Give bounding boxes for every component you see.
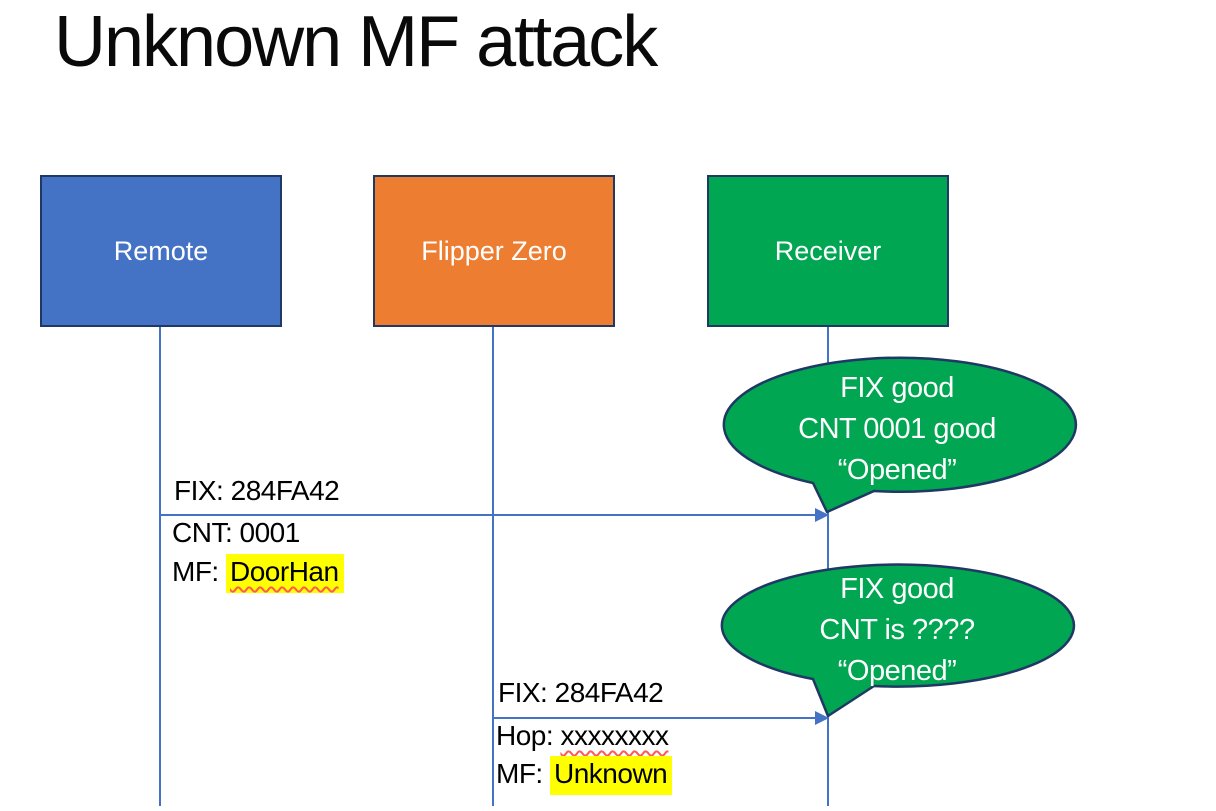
bubble-1-line-1: FIX good [840, 372, 954, 404]
bubble-2-line-2: CNT is ???? [819, 614, 975, 646]
page-title: Unknown MF attack [54, 2, 658, 82]
message-1-line-3: MF: DoorHan [172, 554, 344, 593]
message-1-line-2: CNT: 0001 [172, 517, 300, 548]
speech-bubble-1-shape [722, 356, 1078, 514]
actor-box-receiver: Receiver [707, 175, 949, 327]
message-2-line-3: MF: Unknown [496, 756, 673, 795]
bubble-1-line-3: “Opened” [837, 454, 957, 486]
speech-bubble-2-shape [720, 563, 1076, 718]
message-2-line-1: FIX: 284FA42 [498, 677, 664, 708]
actor-label-remote: Remote [113, 235, 209, 266]
message-1-line-1: FIX: 284FA42 [174, 475, 340, 506]
actor-box-remote: Remote [40, 175, 282, 327]
message-arrow-2-line [493, 717, 816, 719]
speech-bubble-2-text: FIX good CNT is ???? “Opened” [736, 569, 1058, 693]
message-1-highlighted-value: DoorHan [226, 554, 344, 593]
message-2-line-3-prefix: MF: [496, 758, 550, 789]
actor-box-flipper-zero: Flipper Zero [373, 175, 615, 327]
message-arrow-1-line [160, 514, 816, 516]
bubble-2-line-3: “Opened” [837, 655, 957, 687]
speech-bubble-2: FIX good CNT is ???? “Opened” [716, 558, 1078, 722]
message-2-line-2-prefix: Hop: [496, 720, 561, 751]
speech-bubble-1: FIX good CNT 0001 good “Opened” [716, 356, 1078, 520]
bubble-1-line-2: CNT 0001 good [798, 413, 996, 445]
lifeline-receiver [827, 327, 829, 806]
lifeline-remote [159, 327, 161, 806]
message-2-underlined-value: xxxxxxxx [560, 720, 669, 751]
speech-bubble-1-text: FIX good CNT 0001 good “Opened” [736, 368, 1058, 492]
message-1-line-3-prefix: MF: [172, 556, 226, 587]
arrowhead-right-icon [815, 508, 829, 522]
actor-label-flipper-zero: Flipper Zero [421, 235, 567, 266]
arrowhead-right-icon [815, 711, 829, 725]
message-2-line-2: Hop: xxxxxxxx [496, 720, 669, 752]
message-2-highlighted-value: Unknown [550, 756, 673, 795]
lifeline-flipper-zero [492, 327, 494, 806]
bubble-2-line-1: FIX good [840, 573, 954, 605]
actor-label-receiver: Receiver [774, 235, 882, 266]
